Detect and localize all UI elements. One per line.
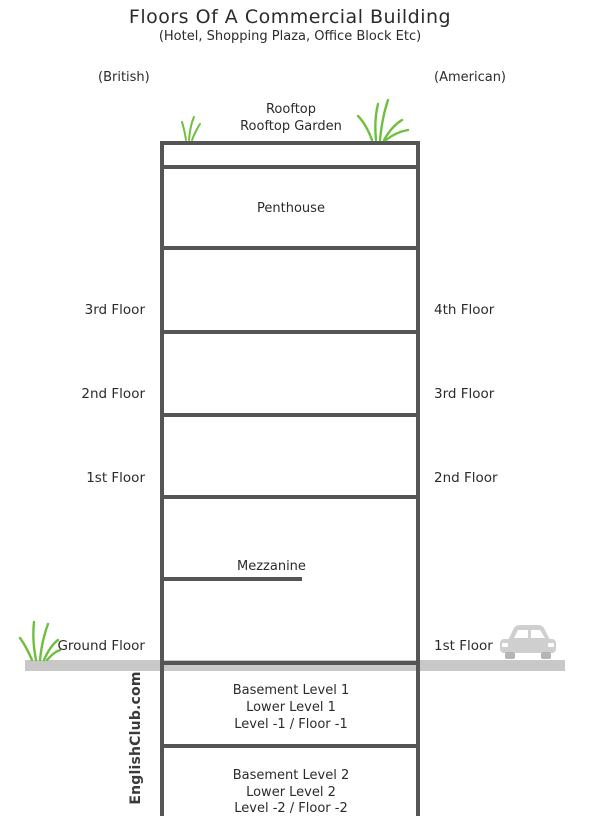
grass-icon <box>181 116 201 141</box>
basement-1-line-3: Level -1 / Floor -1 <box>234 717 348 732</box>
diagram-title: Floors Of A Commercial Building <box>128 6 452 28</box>
diagram-subtitle: (Hotel, Shopping Plaza, Office Block Etc… <box>158 29 422 44</box>
american-floor-label: 1st Floor <box>434 638 493 654</box>
rooftop-label: Rooftop <box>265 102 316 117</box>
car-icon <box>500 625 556 659</box>
basement-2-line-1: Basement Level 2 <box>232 768 350 783</box>
british-floor-label: 1st Floor <box>86 470 145 486</box>
penthouse-label: Penthouse <box>257 201 325 216</box>
basement-2-line-2: Lower Level 2 <box>246 785 336 800</box>
brand-watermark: EnglishClub.com <box>128 671 144 805</box>
mezzanine-label: Mezzanine <box>237 559 306 574</box>
british-floor-label: 2nd Floor <box>81 386 145 402</box>
column-header-british: (British) <box>98 70 150 85</box>
column-header-american: (American) <box>434 70 507 85</box>
british-floor-label: Ground Floor <box>57 638 145 654</box>
american-floor-label: 3rd Floor <box>434 386 495 402</box>
basement-1-line-2: Lower Level 1 <box>246 700 336 715</box>
grass-icon <box>18 620 62 662</box>
basement-1-line-1: Basement Level 1 <box>232 683 350 698</box>
ground-line <box>25 660 565 671</box>
american-floor-label: 2nd Floor <box>434 470 498 486</box>
grass-icon <box>356 98 410 142</box>
british-floor-label: 3rd Floor <box>84 302 145 318</box>
american-floor-label: 4th Floor <box>434 302 495 318</box>
rooftop-garden-label: Rooftop Garden <box>240 119 342 134</box>
basement-2-line-3: Level -2 / Floor -2 <box>234 801 348 816</box>
